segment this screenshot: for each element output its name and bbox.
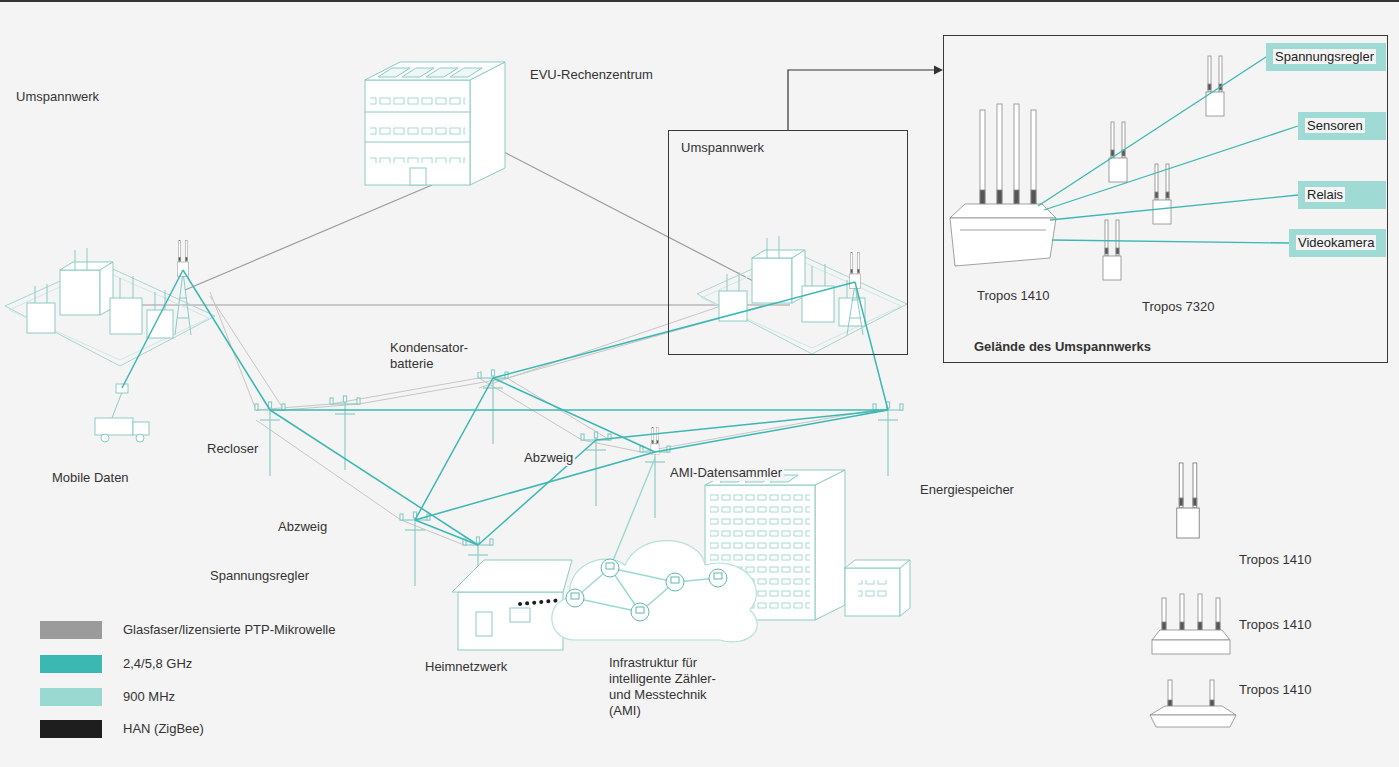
tag-text: Relais xyxy=(1305,187,1345,202)
diagram-label: Tropos 1410 xyxy=(1237,552,1314,568)
tag-text: Sensoren xyxy=(1305,118,1365,133)
legend-swatch xyxy=(40,621,102,639)
legend-text: 900 MHz xyxy=(121,689,177,705)
diagram-label: Spannungsregler xyxy=(208,568,311,584)
legend-swatch xyxy=(40,688,102,706)
leader-line xyxy=(1044,126,1298,210)
leader-line xyxy=(1038,57,1266,206)
function-tag: Spannungsregler xyxy=(1266,43,1386,71)
diagram-label: Heimnetzwerk xyxy=(423,659,509,675)
diagram-label: Abzweig xyxy=(522,450,575,466)
diagram-label: Tropos 1410 xyxy=(1237,682,1314,698)
diagram-label: Abzweig xyxy=(276,519,329,535)
diagram-label: Energiespeicher xyxy=(918,482,1016,498)
function-tag: Videokamera xyxy=(1289,229,1386,257)
tag-text: Spannungsregler xyxy=(1273,49,1376,64)
legend-swatch xyxy=(40,720,102,738)
diagram-label: Tropos 7320 xyxy=(1140,299,1217,315)
diagram-label: Tropos 1410 xyxy=(975,288,1052,304)
diagram-label: Umspannwerk xyxy=(14,89,101,105)
diagram-label: Infrastruktur für intelligente Zähler- u… xyxy=(607,655,736,719)
leader-line xyxy=(1050,195,1298,220)
arrow-head xyxy=(934,66,943,75)
function-tag: Relais xyxy=(1298,181,1386,209)
diagram-label: Kondensator- batterie xyxy=(388,340,480,372)
diagram-label: Recloser xyxy=(205,441,260,457)
connector-line xyxy=(788,70,935,130)
legend-swatch xyxy=(40,655,102,673)
area-frame: Umspannwerk xyxy=(668,130,908,355)
legend-text: HAN (ZigBee) xyxy=(121,721,206,737)
leader-line xyxy=(1052,240,1289,243)
function-tag: Sensoren xyxy=(1298,112,1386,140)
frame-title: Gelände des Umspannwerks xyxy=(972,339,1153,355)
legend-text: Glasfaser/lizensierte PTP-Mikrowelle xyxy=(121,622,337,638)
diagram-label: Mobile Daten xyxy=(50,470,131,486)
diagram-label: AMI-Datensammler xyxy=(668,465,784,481)
diagram-label: Tropos 1410 xyxy=(1237,617,1314,633)
diagram-label: EVU-Rechenzentrum xyxy=(528,67,655,83)
frame-title: Umspannwerk xyxy=(679,140,766,156)
connector xyxy=(788,66,943,131)
legend-text: 2,4/5,8 GHz xyxy=(121,656,194,672)
tag-text: Videokamera xyxy=(1296,235,1376,250)
